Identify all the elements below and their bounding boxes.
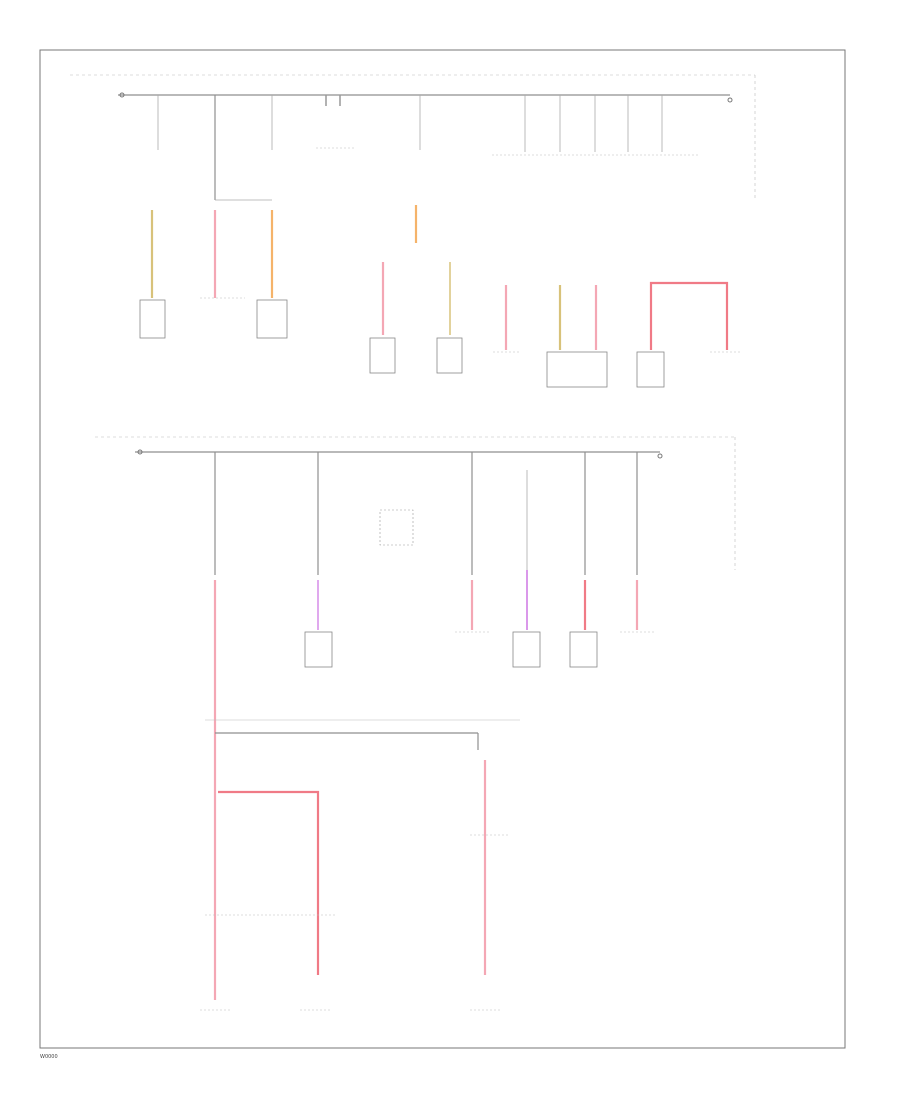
top-row-components — [139, 297, 740, 388]
middle-row-components — [304, 631, 655, 668]
middle-bus-section — [95, 436, 736, 575]
lower-section — [200, 719, 520, 1011]
component-4 — [436, 337, 463, 374]
wire-red-loop — [649, 281, 729, 350]
relay-box — [379, 509, 414, 546]
lower-red-branch — [218, 790, 320, 975]
top-bus-section — [70, 74, 756, 201]
component-2 — [256, 299, 288, 339]
diagram-frame — [39, 49, 846, 1049]
middle-row-wires — [213, 570, 639, 1000]
footer-code: W0000 — [40, 1054, 58, 1060]
component-6 — [636, 351, 665, 388]
component-1 — [139, 299, 166, 339]
component-5 — [546, 351, 608, 388]
bus-connector-left — [119, 92, 125, 98]
bus-connector-right — [727, 97, 733, 103]
component-3 — [369, 337, 396, 374]
top-row-wires — [150, 205, 729, 350]
